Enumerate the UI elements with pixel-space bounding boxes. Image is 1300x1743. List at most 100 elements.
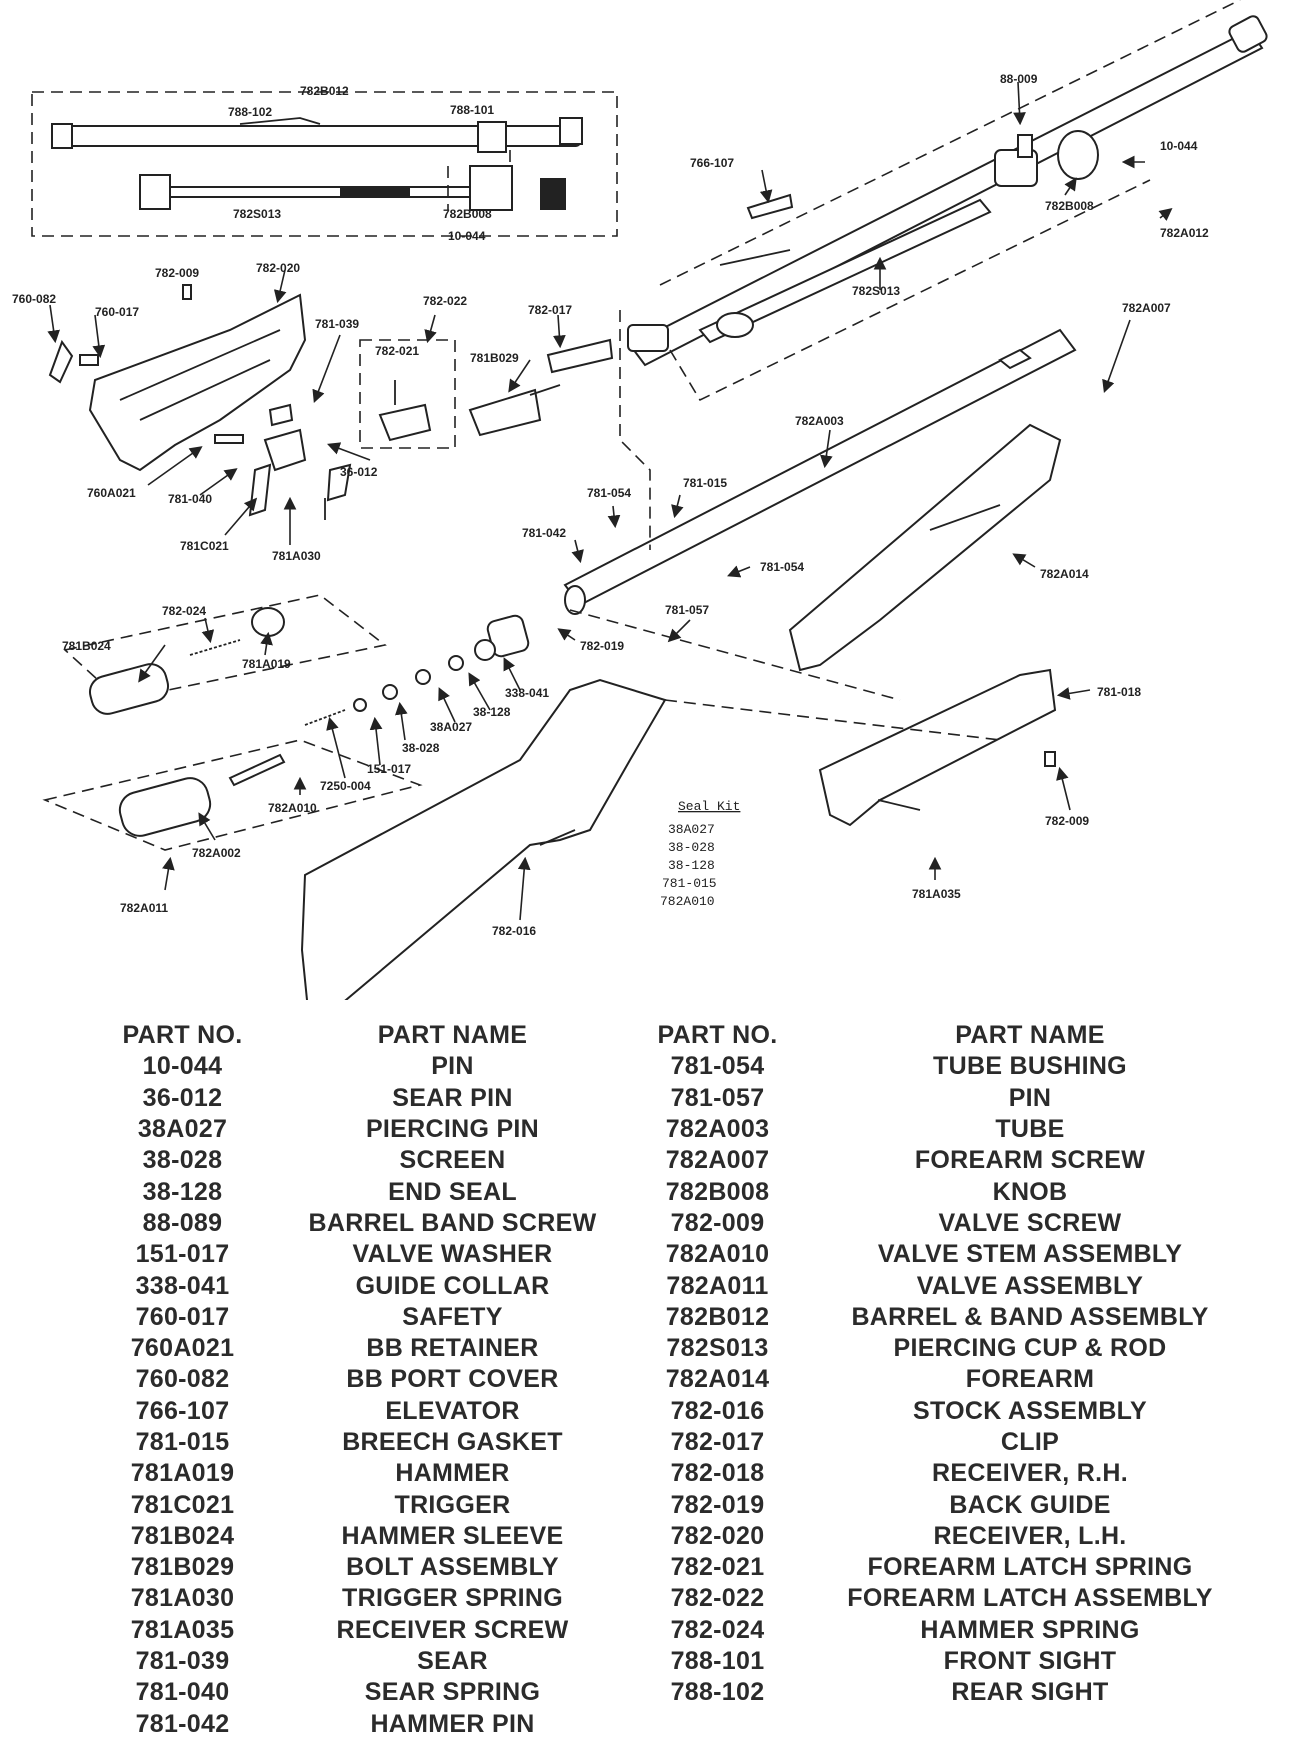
part-name: END SEAL bbox=[388, 1177, 517, 1206]
label-760A021: 760A021 bbox=[87, 486, 136, 500]
label-88-009: 88-009 bbox=[1000, 72, 1038, 86]
label-36-012: 36-012 bbox=[340, 465, 378, 479]
trigger-group bbox=[214, 339, 456, 520]
part-number: 782A014 bbox=[665, 1365, 770, 1394]
part-number: 782-024 bbox=[670, 1615, 765, 1644]
label-766-107: 766-107 bbox=[690, 156, 734, 170]
part-name: TRIGGER bbox=[394, 1490, 511, 1519]
forearm bbox=[788, 423, 1062, 672]
part-name: HAMMER PIN bbox=[370, 1709, 535, 1738]
part-name: SEAR bbox=[417, 1647, 488, 1676]
part-name: ELEVATOR bbox=[385, 1396, 520, 1425]
table-row: 38-128 END SEAL bbox=[95, 1176, 635, 1207]
part-number: 781C021 bbox=[130, 1490, 235, 1519]
part-name: BREECH GASKET bbox=[342, 1428, 563, 1456]
label-781A030: 781A030 bbox=[272, 549, 321, 563]
label-782A007: 782A007 bbox=[1122, 301, 1171, 315]
callout-arrows bbox=[47, 81, 1173, 921]
label-782S013: 782S013 bbox=[852, 284, 900, 298]
seal-kit-item-4: 781-015 bbox=[662, 876, 717, 891]
label-781-040: 781-040 bbox=[168, 492, 212, 506]
part-name: BOLT ASSEMBLY bbox=[346, 1553, 559, 1582]
part-name: SEAR SPRING bbox=[364, 1678, 541, 1707]
label-338-041: 338-041 bbox=[505, 686, 549, 700]
part-number: 782-022 bbox=[670, 1584, 765, 1613]
part-name: FOREARM LATCH ASSEMBLY bbox=[847, 1584, 1213, 1613]
table-header: PART NO. PART NAME bbox=[95, 1020, 635, 1051]
label-760-082: 760-082 bbox=[12, 292, 56, 306]
part-name: GUIDE COLLAR bbox=[355, 1271, 550, 1300]
part-name: CLIP bbox=[1000, 1428, 1060, 1456]
seal-kit-title: Seal Kit bbox=[678, 799, 740, 814]
label-782-009-bottom: 782-009 bbox=[1045, 814, 1089, 828]
header-part-no: PART NO. bbox=[657, 1021, 778, 1050]
label-788-101: 788-101 bbox=[450, 103, 494, 117]
part-number: 88-089 bbox=[142, 1208, 223, 1237]
part-number: 781-042 bbox=[135, 1709, 230, 1738]
part-name: PIN bbox=[1008, 1083, 1052, 1112]
inset-barrel-assembly: 782B012 788-102 788-101 782S013 782B008 … bbox=[31, 84, 618, 243]
barrel-assembly bbox=[627, 0, 1268, 402]
label-782-009-top: 782-009 bbox=[155, 266, 199, 280]
label-781-018: 781-018 bbox=[1097, 685, 1141, 699]
part-number: 151-017 bbox=[135, 1240, 230, 1269]
part-name: SEAR PIN bbox=[392, 1083, 513, 1112]
label-38-028: 38-028 bbox=[402, 741, 440, 755]
part-number: 788-102 bbox=[670, 1678, 765, 1707]
part-number: 38A027 bbox=[137, 1115, 228, 1144]
part-number: 760A021 bbox=[130, 1334, 235, 1363]
label-782A014: 782A014 bbox=[1040, 567, 1089, 581]
part-number: 36-012 bbox=[142, 1083, 223, 1112]
label-782-016: 782-016 bbox=[492, 924, 536, 938]
label-781B029: 781B029 bbox=[470, 351, 519, 365]
part-name: PIERCING CUP & ROD bbox=[893, 1334, 1167, 1363]
part-number: 782-021 bbox=[670, 1553, 765, 1582]
table-row: 36-012 SEAR PIN bbox=[95, 1083, 635, 1114]
part-number: 760-082 bbox=[135, 1365, 230, 1394]
part-name: STOCK ASSEMBLY bbox=[913, 1396, 1147, 1425]
hammer-group bbox=[63, 594, 530, 787]
part-number: 38-128 bbox=[142, 1177, 223, 1206]
part-number: 781-054 bbox=[670, 1052, 765, 1081]
seal-kit-item-1: 38A027 bbox=[668, 822, 715, 837]
label-781-054-a: 781-054 bbox=[587, 486, 631, 500]
stock-assembly bbox=[300, 678, 1001, 1000]
part-name: SAFETY bbox=[402, 1302, 503, 1331]
table-row: 781-042 HAMMER PIN bbox=[95, 1709, 635, 1740]
part-name: FOREARM LATCH SPRING bbox=[867, 1553, 1193, 1582]
label-10-044: 10-044 bbox=[1160, 139, 1198, 153]
part-name: TRIGGER SPRING bbox=[342, 1584, 563, 1613]
part-name: VALVE STEM ASSEMBLY bbox=[877, 1240, 1183, 1269]
part-name: FRONT SIGHT bbox=[943, 1647, 1117, 1676]
part-name: REAR SIGHT bbox=[951, 1678, 1109, 1707]
exploded-parts-diagram: 782B012 788-102 788-101 782S013 782B008 … bbox=[12, 0, 1268, 1000]
label-151-017: 151-017 bbox=[367, 762, 411, 776]
part-name: KNOB bbox=[992, 1177, 1068, 1206]
part-number: 782A003 bbox=[665, 1115, 770, 1144]
seal-kit-item-5: 782A010 bbox=[660, 894, 715, 909]
part-number: 781A035 bbox=[130, 1615, 235, 1644]
part-name: PIN bbox=[431, 1052, 474, 1081]
part-name: VALVE WASHER bbox=[352, 1240, 553, 1269]
label-782-017: 782-017 bbox=[528, 303, 572, 317]
part-number: 38-028 bbox=[142, 1146, 223, 1175]
label-7250-004: 7250-004 bbox=[320, 779, 371, 793]
header-part-name: PART NAME bbox=[377, 1021, 528, 1050]
